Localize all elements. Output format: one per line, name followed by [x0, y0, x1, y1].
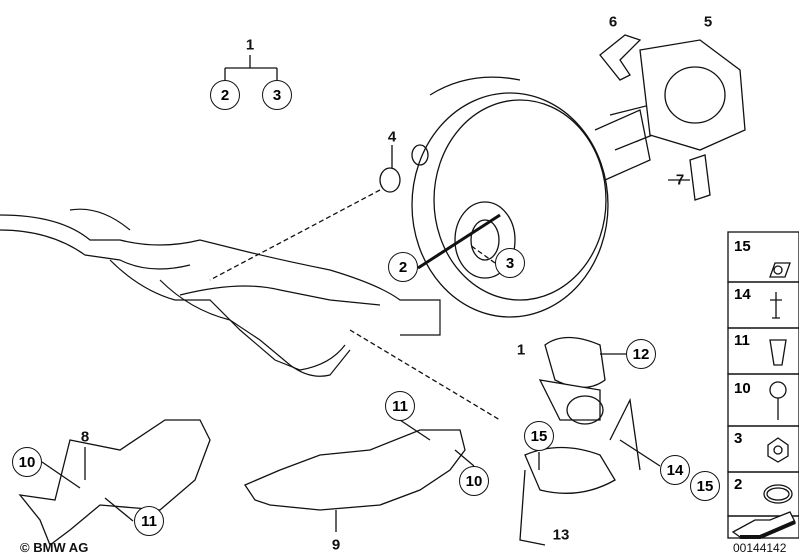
side-part-14[interactable]: 14: [734, 286, 751, 303]
callout-3-circle[interactable]: 3: [262, 80, 292, 110]
callout-4[interactable]: 4: [387, 128, 397, 146]
callout-2-circle[interactable]: 2: [210, 80, 240, 110]
heat-shield-left: [18, 419, 211, 547]
diagram-code: 00144142: [733, 541, 787, 555]
vacuum-pump: [538, 336, 626, 425]
side-part-10[interactable]: 10: [734, 380, 751, 397]
callout-7[interactable]: 7: [675, 171, 685, 189]
callout-2-bolt[interactable]: 2: [388, 252, 418, 282]
vacuum-hoses: [0, 208, 441, 377]
gasket: [639, 39, 746, 151]
pump-bracket: [519, 397, 641, 546]
group-bracket: [224, 55, 278, 80]
side-part-11[interactable]: 11: [734, 332, 750, 349]
callout-5[interactable]: 5: [703, 13, 713, 31]
callout-15-b[interactable]: 15: [690, 471, 720, 501]
callout-13[interactable]: 13: [552, 526, 570, 544]
callout-1-group: 1: [245, 36, 255, 54]
callout-14[interactable]: 14: [660, 455, 690, 485]
callout-1-booster[interactable]: 1: [516, 341, 526, 359]
brake-booster: [411, 76, 691, 318]
callout-12[interactable]: 12: [626, 339, 656, 369]
callout-15-a[interactable]: 15: [524, 421, 554, 451]
callout-9[interactable]: 9: [331, 536, 341, 554]
clip: [689, 154, 711, 201]
callout-11-middle[interactable]: 11: [385, 391, 415, 421]
callout-6[interactable]: 6: [608, 13, 618, 31]
copyright: © BMW AG: [20, 540, 89, 555]
callout-8[interactable]: 8: [80, 428, 90, 446]
callout-10-middle[interactable]: 10: [459, 466, 489, 496]
pin: [599, 34, 642, 81]
side-part-15[interactable]: 15: [734, 238, 751, 255]
callout-11-left[interactable]: 11: [134, 506, 164, 536]
heat-shield-middle: [244, 429, 466, 511]
side-part-3[interactable]: 3: [734, 430, 743, 447]
callout-10-left[interactable]: 10: [12, 447, 42, 477]
side-part-2[interactable]: 2: [734, 476, 743, 493]
callout-3-nut[interactable]: 3: [495, 248, 525, 278]
side-parts-table: [727, 231, 799, 539]
